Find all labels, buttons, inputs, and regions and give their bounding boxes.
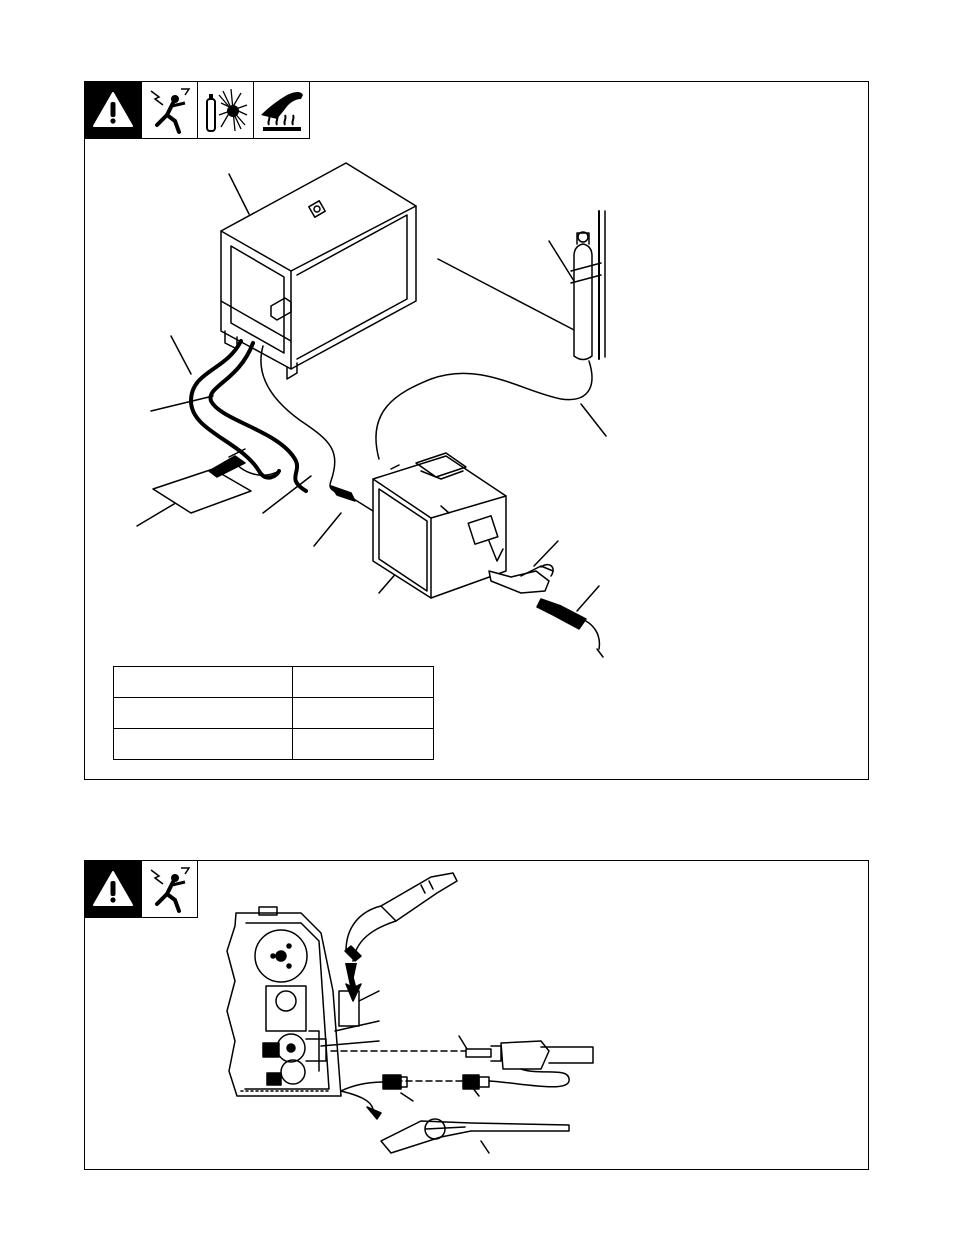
electric-shock-icon xyxy=(141,82,197,138)
leader-line xyxy=(580,403,607,437)
gun-cable-connector xyxy=(465,1040,594,1088)
table-row xyxy=(113,666,434,698)
setup-panel xyxy=(84,81,869,780)
table-cell xyxy=(113,728,293,760)
leader-line xyxy=(533,540,559,567)
hot-parts-icon xyxy=(253,82,309,138)
table-row xyxy=(113,728,434,760)
wire-feeder xyxy=(372,452,507,599)
spec-table xyxy=(113,666,434,760)
gun-connection-panel xyxy=(84,860,869,1170)
welding-setup-illustration xyxy=(136,162,607,658)
warning-icon xyxy=(85,861,141,917)
table-cell xyxy=(292,728,434,760)
table-cell xyxy=(292,666,434,698)
leader-line xyxy=(150,395,214,412)
leader-line xyxy=(262,475,312,514)
work-clamp xyxy=(340,1090,570,1154)
leader-line xyxy=(170,335,192,375)
leader-line xyxy=(576,585,600,612)
leader-line xyxy=(136,500,180,527)
mig-gun xyxy=(344,872,458,962)
welding-gun xyxy=(536,598,604,658)
leader-line xyxy=(437,258,577,332)
leader-line xyxy=(548,240,575,282)
table-cell xyxy=(292,697,434,729)
warning-icon xyxy=(85,82,141,138)
wire-feeder-cutaway xyxy=(226,906,360,1097)
table-cell xyxy=(113,697,293,729)
hazard-icon-strip xyxy=(85,82,310,139)
electric-shock-icon xyxy=(141,861,197,917)
leader-line xyxy=(228,173,250,215)
welding-power-source xyxy=(220,162,417,380)
control-plug xyxy=(340,1074,490,1092)
leader-line xyxy=(313,512,342,547)
hazard-icon-strip xyxy=(85,861,198,918)
gun-connection-illustration xyxy=(226,872,594,1154)
table-cell xyxy=(113,666,293,698)
gas-cylinder xyxy=(570,231,602,361)
gas-cylinder-explosion-icon xyxy=(197,82,253,138)
table-row xyxy=(113,697,434,729)
